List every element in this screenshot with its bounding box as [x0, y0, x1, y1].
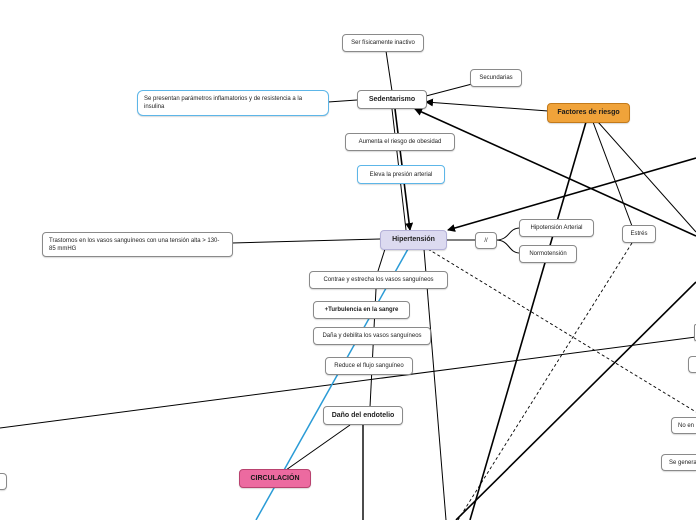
node-secundarias[interactable]: Secundarias	[470, 69, 522, 87]
node-turbulencia[interactable]: +Turbulencia en la sangre	[313, 301, 410, 319]
node-contrae-vasos[interactable]: Contrae y estrecha los vasos sanguíneos	[309, 271, 448, 289]
node-label: Hipotensión Arterial	[530, 225, 583, 231]
edge-factores-sedentarismo	[425, 98, 549, 112]
node-hipotension[interactable]: Hipotensión Arterial	[519, 219, 594, 237]
node-label: Se presentan parámetros inflamatorios y …	[144, 96, 303, 110]
node-label: No en	[678, 422, 695, 429]
node-label: Factores de riesgo	[557, 109, 620, 116]
node-normotension[interactable]: Normotensión	[519, 245, 577, 263]
node-partial-left[interactable]	[0, 473, 7, 490]
edge-sedentarismo-fisicamente	[385, 50, 393, 92]
edge-sedentarismo-parametros	[327, 99, 358, 103]
node-label: Normotensión	[529, 251, 567, 257]
edge-dashed-hip-right	[427, 248, 696, 413]
node-sedentarismo[interactable]: Sedentarismo	[357, 90, 427, 109]
node-label: Daña y debilita los vasos sanguíneos	[322, 333, 422, 339]
edge-separator-branches	[495, 227, 521, 254]
edge-right-to-factores	[414, 108, 696, 237]
node-label: Trastornos en los vasos sanguíneos con u…	[49, 237, 220, 252]
node-label: Estrés	[630, 231, 648, 237]
node-label: Hipertensión	[392, 236, 435, 243]
node-label: Eleva la presión arterial	[369, 171, 433, 178]
node-label: Se genera	[669, 459, 696, 466]
node-partial-right-2[interactable]	[688, 356, 696, 373]
node-label: Secundarias	[479, 75, 513, 81]
node-label: CIRCULACIÓN	[250, 474, 300, 482]
node-label: Ser físicamente inactivo	[351, 40, 415, 46]
node-parametros-inflamatorios[interactable]: Se presentan parámetros inflamatorios y …	[137, 90, 329, 116]
node-circulacion[interactable]: CIRCULACIÓN	[239, 469, 311, 488]
node-dana-vasos[interactable]: Daña y debilita los vasos sanguíneos	[313, 327, 431, 345]
node-label: Contrae y estrecha los vasos sanguíneos	[323, 277, 434, 283]
node-dano-endotelio[interactable]: Daño del endotelio	[323, 406, 403, 425]
node-label: //	[484, 237, 488, 244]
edge-hip-contrae	[377, 248, 386, 272]
node-label: Daño del endotelio	[331, 411, 395, 419]
node-label: Aumenta el riesgo de obesidad	[358, 139, 442, 145]
node-fisicamente-inactivo[interactable]: Ser físicamente inactivo	[342, 34, 424, 52]
node-obesidad[interactable]: Aumenta el riesgo de obesidad	[345, 133, 455, 151]
node-hipertension[interactable]: Hipertensión	[380, 230, 447, 250]
edge-factores-estres	[592, 121, 633, 227]
edge-long-left	[0, 336, 696, 429]
edge-right-to-hipertension	[447, 157, 696, 232]
edge-dano-circulacion	[285, 424, 351, 471]
node-estres[interactable]: Estrés	[622, 225, 656, 243]
node-partial-right-1[interactable]	[694, 324, 696, 341]
node-label: Sedentarismo	[368, 95, 416, 103]
node-separator[interactable]: //	[475, 232, 497, 249]
edge-hip-down-long	[423, 248, 447, 520]
node-trastornos-vasos[interactable]: Trastornos en los vasos sanguíneos con u…	[42, 232, 233, 257]
node-se-genera[interactable]: Se genera	[661, 454, 696, 471]
edge-factores-long-down	[469, 121, 587, 520]
edge-factores-right	[597, 121, 696, 233]
edge-sedentarismo-secundarias	[425, 83, 473, 97]
node-eleva-presion[interactable]: Eleva la presión arterial	[357, 165, 445, 184]
edge-dashed-estres-down	[457, 242, 633, 520]
edge-long-right-up	[455, 281, 696, 520]
node-label: Reduce el flujo sanguíneo	[334, 363, 404, 369]
node-reduce-flujo[interactable]: Reduce el flujo sanguíneo	[325, 357, 413, 375]
node-no-en[interactable]: No en	[671, 417, 696, 434]
node-factores-riesgo[interactable]: Factores de riesgo	[547, 103, 630, 123]
edge-hip-trastornos	[231, 238, 381, 244]
node-label: +Turbulencia en la sangre	[324, 307, 399, 313]
